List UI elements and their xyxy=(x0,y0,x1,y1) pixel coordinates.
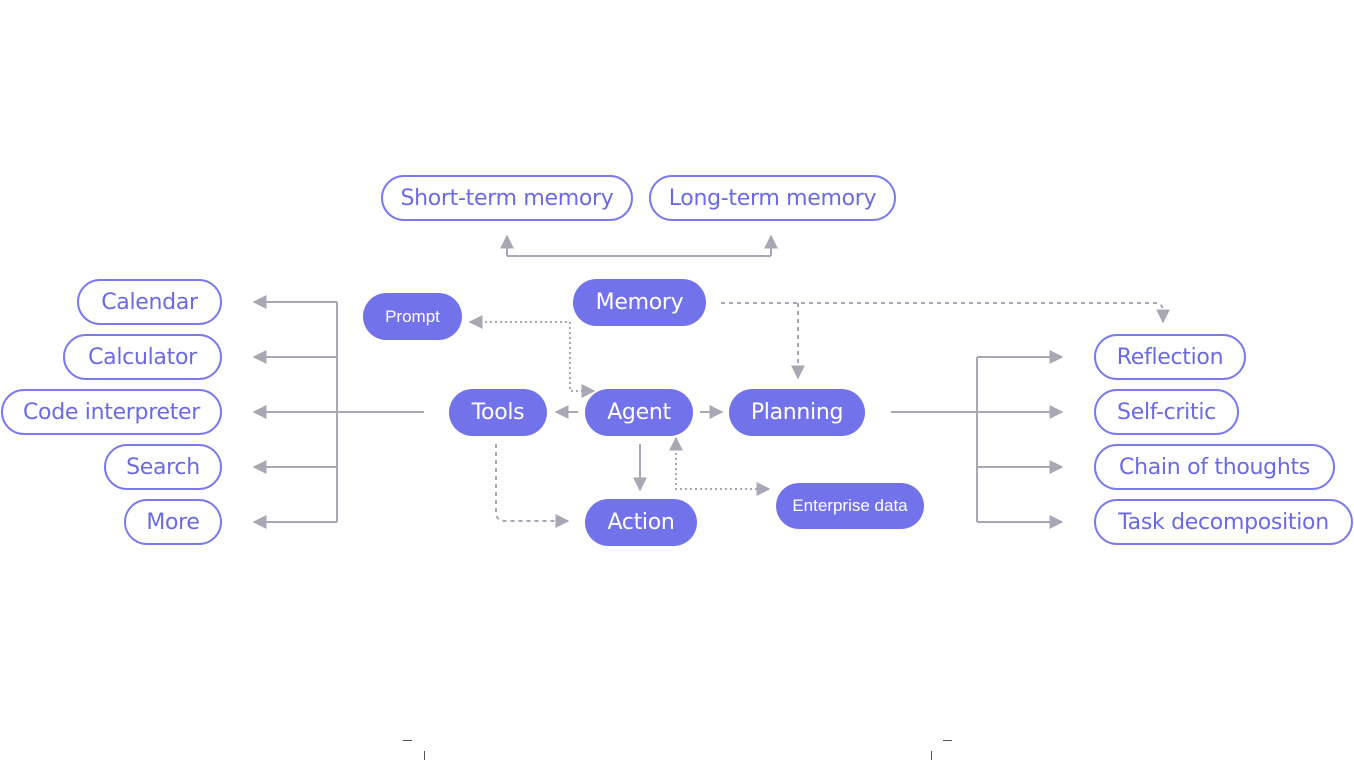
tool-code-interpreter-node: Code interpreter xyxy=(1,389,222,435)
planning-task-decomposition-node: Task decomposition xyxy=(1094,499,1353,545)
short-term-memory-node: Short-term memory xyxy=(381,175,633,221)
tool-calendar-node: Calendar xyxy=(77,279,222,325)
agent-node: Agent xyxy=(585,389,693,436)
arrow-agent-enterprise-data xyxy=(669,436,771,496)
memory-node: Memory xyxy=(573,279,706,326)
arrow-tools-to-action xyxy=(495,444,570,528)
memory-dashed-line xyxy=(721,302,1170,324)
stray-mark-right-dash xyxy=(943,740,952,741)
planning-chain-of-thoughts-node: Chain of thoughts xyxy=(1094,444,1335,490)
planning-reflection-node: Reflection xyxy=(1094,334,1246,380)
planning-node: Planning xyxy=(729,389,865,436)
tool-calculator-node: Calculator xyxy=(63,334,222,380)
stray-mark-right-bar xyxy=(931,751,932,760)
long-term-memory-node: Long-term memory xyxy=(649,175,896,221)
prompt-node: Prompt xyxy=(363,293,462,340)
arrow-prompt-agent xyxy=(468,315,596,398)
stray-mark-left-dash xyxy=(403,740,412,741)
tool-more-node: More xyxy=(124,499,222,545)
tools-node: Tools xyxy=(449,389,547,436)
planning-self-critic-node: Self-critic xyxy=(1094,389,1239,435)
action-node: Action xyxy=(585,499,697,546)
enterprise-data-node: Enterprise data xyxy=(776,483,924,529)
tool-search-node: Search xyxy=(104,444,222,490)
stray-mark-left-bar xyxy=(424,751,425,760)
